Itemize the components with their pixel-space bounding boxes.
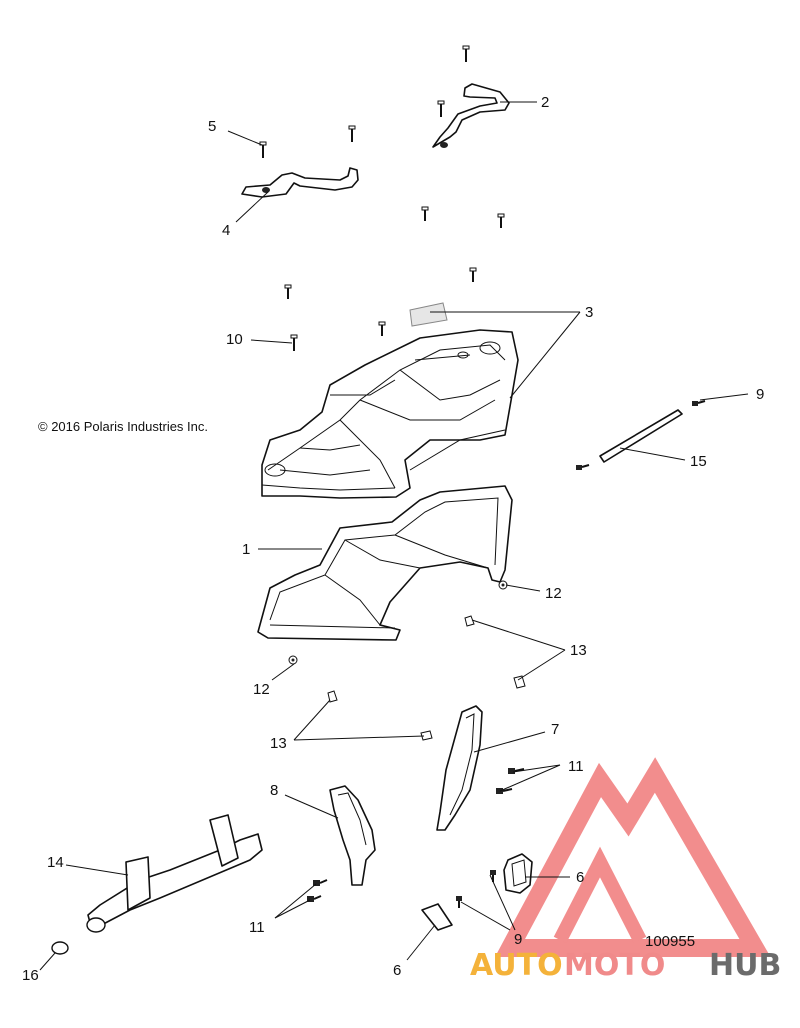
leader-lines bbox=[39, 101, 749, 971]
watermark-auto: AUTO bbox=[470, 948, 563, 983]
screws-11a bbox=[496, 768, 525, 794]
callout-labels: 2 5 4 3 10 9 15 1 12 13 12 13 7 11 8 14 … bbox=[22, 94, 764, 984]
part-7-bracket bbox=[436, 705, 483, 831]
callout-15: 15 bbox=[690, 453, 707, 470]
watermark-moto: MOTO bbox=[564, 948, 665, 983]
clip-13a bbox=[464, 615, 475, 627]
callout-6b: 6 bbox=[393, 962, 401, 979]
nut-12a bbox=[498, 580, 508, 590]
clip-13c bbox=[327, 690, 338, 703]
callout-12b: 12 bbox=[253, 681, 270, 698]
clip-13d bbox=[420, 730, 433, 741]
part-15-rod bbox=[599, 409, 683, 463]
screws-top bbox=[259, 45, 505, 351]
callout-13b: 13 bbox=[270, 735, 287, 752]
callout-11b: 11 bbox=[249, 919, 265, 936]
callout-9b: 9 bbox=[514, 931, 522, 948]
part-4-handle bbox=[241, 167, 359, 198]
part-16-plug bbox=[51, 941, 69, 955]
part-6-plate bbox=[421, 903, 453, 931]
callout-4: 4 bbox=[222, 222, 230, 239]
copyright-text: © 2016 Polaris Industries Inc. bbox=[38, 419, 208, 434]
screw-9a bbox=[692, 400, 706, 406]
part-14-tube bbox=[86, 814, 263, 933]
part-2-handle bbox=[432, 83, 510, 148]
callout-1: 1 bbox=[242, 541, 250, 558]
callout-11a: 11 bbox=[568, 758, 584, 775]
callout-2: 2 bbox=[541, 94, 549, 111]
figure-number: 100955 bbox=[645, 933, 695, 950]
callout-10: 10 bbox=[226, 331, 243, 348]
callout-16: 16 bbox=[22, 967, 39, 984]
screws-11b bbox=[307, 879, 328, 902]
callout-5: 5 bbox=[208, 118, 216, 135]
watermark-logo bbox=[494, 757, 771, 957]
part-3-rack bbox=[261, 329, 519, 499]
clip-13b bbox=[513, 675, 526, 689]
callout-9a: 9 bbox=[756, 386, 764, 403]
decal bbox=[409, 302, 448, 327]
callout-13a: 13 bbox=[570, 642, 587, 659]
callout-14: 14 bbox=[47, 854, 64, 871]
callout-7: 7 bbox=[551, 721, 559, 738]
callout-8: 8 bbox=[270, 782, 278, 799]
screw-9c bbox=[576, 464, 590, 470]
callout-6a: 6 bbox=[576, 869, 584, 886]
part-8-bracket bbox=[329, 785, 376, 886]
nut-12b bbox=[288, 655, 298, 665]
callout-3: 3 bbox=[585, 304, 593, 321]
watermark-hub: HUB bbox=[709, 948, 781, 983]
part-6-grip bbox=[503, 853, 533, 894]
watermark-text: AUTO MOTO HUB bbox=[470, 948, 781, 983]
callout-12a: 12 bbox=[545, 585, 562, 602]
part-1-frame bbox=[257, 485, 513, 641]
